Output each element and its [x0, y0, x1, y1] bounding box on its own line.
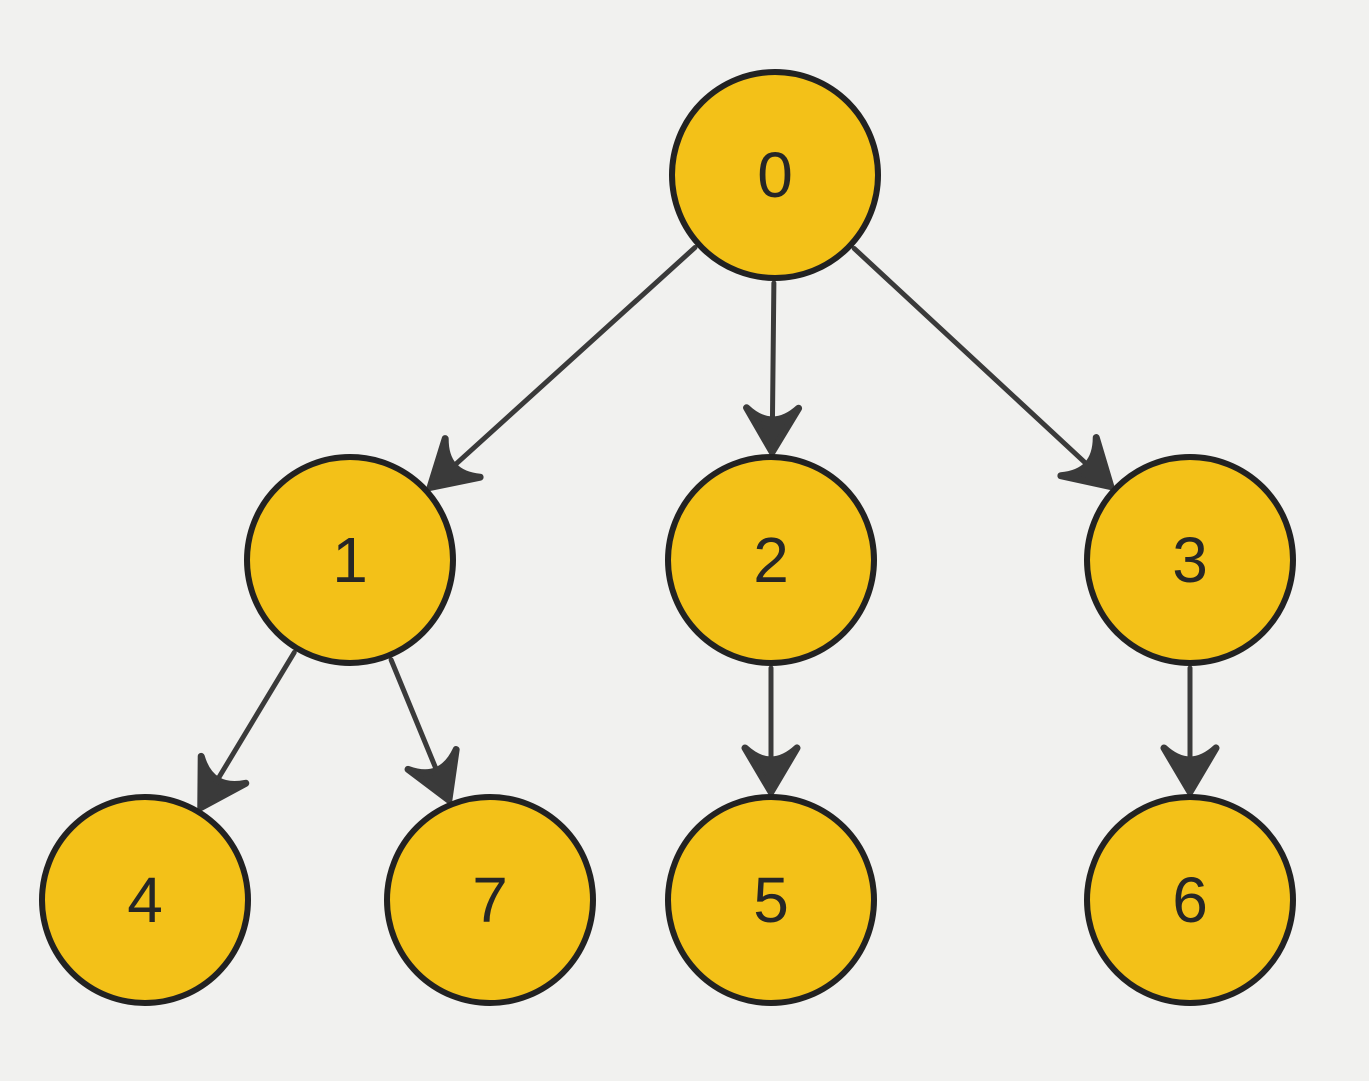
edge-2-5 [741, 665, 801, 796]
arrowhead-icon [743, 404, 803, 456]
edge-0-3 [851, 245, 1115, 491]
edge-line [388, 657, 439, 772]
arrowhead-icon [426, 435, 484, 491]
arrowhead-icon [404, 746, 460, 804]
edge-1-4 [197, 649, 297, 812]
node-6: 6 [1084, 794, 1296, 1006]
edge-line [851, 245, 1089, 466]
edge-line [769, 280, 777, 421]
edge-1-7 [388, 657, 460, 804]
node-label: 5 [753, 864, 789, 936]
node-label: 3 [1172, 524, 1208, 596]
node-label: 6 [1172, 864, 1208, 936]
arrowhead-icon [1057, 434, 1115, 491]
node-label: 0 [757, 139, 793, 211]
edge-0-1 [426, 245, 698, 491]
edge-line [215, 649, 297, 781]
node-label: 4 [127, 864, 163, 936]
arrowhead-icon [741, 744, 801, 796]
node-label: 2 [753, 524, 789, 596]
node-1: 1 [244, 454, 456, 666]
node-0: 0 [669, 69, 881, 281]
node-5: 5 [665, 794, 877, 1006]
arrowhead-icon [197, 752, 250, 812]
node-label: 7 [472, 864, 508, 936]
edge-line [452, 245, 698, 468]
arrowhead-icon [1160, 744, 1220, 796]
node-4: 4 [39, 794, 251, 1006]
node-label: 1 [332, 524, 368, 596]
edge-0-2 [743, 280, 803, 456]
node-2: 2 [665, 454, 877, 666]
node-7: 7 [384, 794, 596, 1006]
node-3: 3 [1084, 454, 1296, 666]
edge-3-6 [1160, 665, 1220, 796]
